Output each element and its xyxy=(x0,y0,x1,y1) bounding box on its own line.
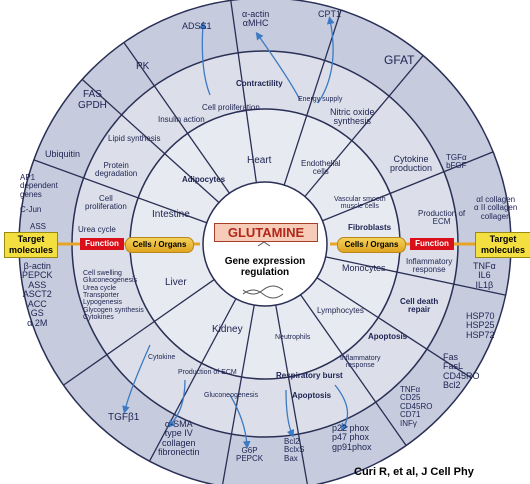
target-phox: p22 phox p47 phox gp91phox xyxy=(332,423,372,452)
cells-organs-pill-right: Cells / Organs xyxy=(337,237,406,253)
spoke-line xyxy=(230,0,258,183)
spoke-line xyxy=(222,304,255,484)
glutamine-title: GLUTAMINE xyxy=(214,223,318,242)
function-liver-list: Cell swelling Gluconeogenesis Urea cycle… xyxy=(83,270,144,322)
cell-vascular: Vascular smooth muscle cells xyxy=(334,196,386,211)
function-lipid-synthesis: Lipid synthesis xyxy=(108,134,161,143)
cell-endothelial: Endothelial cells xyxy=(301,159,341,177)
target-bcl2: Bcl2 BclxS Bax xyxy=(284,437,305,463)
function-cell-proliferation-left: Cell proliferation xyxy=(85,194,127,212)
target-ass: ASS xyxy=(30,222,47,231)
function-production-ecm-bottom: Production of ECM xyxy=(178,369,237,376)
target-cpt1: CPT1 xyxy=(318,9,342,19)
function-cytokine-production: Cytokine production xyxy=(390,154,433,174)
spoke-line xyxy=(33,159,207,224)
target-ap1: AP1 dependent genes xyxy=(20,173,58,199)
cell-lymphocytes: Lymphocytes xyxy=(317,306,364,315)
spoke-line xyxy=(304,55,424,197)
spoke-line xyxy=(81,78,220,203)
spoke-line xyxy=(63,279,215,386)
cell-adipocytes: Adipocytes xyxy=(182,175,226,184)
cells-organs-pill-left: Cells / Organs xyxy=(125,237,194,253)
spoke-line xyxy=(316,277,472,379)
function-gluconeogenesis: Gluconeogenesis xyxy=(204,392,259,399)
function-label-right: Function xyxy=(410,238,454,250)
function-apoptosis-right: Apoptosis xyxy=(368,332,408,341)
target-hsp: HSP70 HSP25 HSP72 xyxy=(466,311,495,340)
spoke-line xyxy=(325,256,506,296)
dna-helix-icon xyxy=(242,285,284,299)
cell-neutrophils: Neutrophils xyxy=(275,334,311,341)
spoke-line xyxy=(283,9,342,186)
target-collagen: αI collagen α II collagen collagen xyxy=(474,195,518,221)
arrows xyxy=(122,16,349,449)
cell-kidney: Kidney xyxy=(212,324,243,335)
target-tgfb: TGFβ1 xyxy=(108,412,140,423)
function-cytokine: Cytokine xyxy=(148,354,176,361)
target-fas-list: Fas FasL CD45RO Bcl2 xyxy=(443,352,480,391)
target-left-list: β-actin PEPCK ASS ASCT2 ACC GS α 2M xyxy=(22,261,53,328)
function-protein-degradation: Protein degradation xyxy=(95,161,138,179)
function-production-ecm-right: Production of ECM xyxy=(418,209,466,227)
spoke-line xyxy=(148,298,237,462)
function-inflammatory-response: Inflammatory response xyxy=(406,257,453,275)
function-label-left: Function xyxy=(80,238,124,250)
spoke-line xyxy=(322,151,494,222)
citation: Curi R, et al, J Cell Phy xyxy=(354,466,474,478)
target-molecules-right: Target molecules xyxy=(475,232,530,258)
cell-intestine: Intestine xyxy=(152,209,190,220)
function-insulin-action: Insulin action xyxy=(158,115,205,124)
sector-spokes xyxy=(33,0,506,484)
cell-heart: Heart xyxy=(247,155,272,166)
cell-fibroblasts: Fibroblasts xyxy=(348,223,392,232)
target-tgfa: TGFα bFGF xyxy=(446,153,467,171)
cell-monocytes: Monocytes xyxy=(342,263,386,273)
target-ubiquitin: Ubiquitin xyxy=(45,149,81,159)
target-tnf-list: TNFα CD25 CD45RO CD71 INFγ xyxy=(400,385,433,428)
function-urea-cycle: Urea cycle xyxy=(78,225,116,234)
function-energy-supply: Energy supply xyxy=(298,96,343,103)
target-fas-gpdh: FAS GPDH xyxy=(78,89,107,111)
target-gfat: GFAT xyxy=(384,53,415,67)
gene-expression-label: Gene expression regulation xyxy=(224,256,306,278)
spoke-line xyxy=(123,42,230,194)
cell-liver: Liver xyxy=(165,277,187,288)
target-molecules-left: Target molecules xyxy=(4,232,58,258)
function-inflammatory-response-small: Inflammatory response xyxy=(340,355,381,370)
function-cell-death-repair: Cell death repair xyxy=(400,297,439,315)
target-adss1: ADSS1 xyxy=(182,21,212,31)
target-tnf-il: TNFα IL6 IL1β xyxy=(473,261,496,290)
target-cjun: C-Jun xyxy=(20,205,42,214)
center-disc xyxy=(202,181,328,307)
target-sma: α-SMA type IV collagen fibronectin xyxy=(158,419,200,458)
target-pk: PK xyxy=(136,61,150,72)
function-respiratory-burst: Respiratory burst xyxy=(276,371,343,380)
target-g6p: G6P PEPCK xyxy=(236,446,264,464)
function-cell-proliferation-top: Cell proliferation xyxy=(202,103,260,112)
function-nitric-oxide: Nitric oxide synthesis xyxy=(330,107,375,127)
spoke-line xyxy=(275,304,308,484)
target-actin-mhc: α-actin αMHC xyxy=(242,9,270,29)
function-apoptosis-bottom: Apoptosis xyxy=(292,391,332,400)
function-contractility: Contractility xyxy=(236,79,283,88)
spoke-line xyxy=(300,294,407,446)
